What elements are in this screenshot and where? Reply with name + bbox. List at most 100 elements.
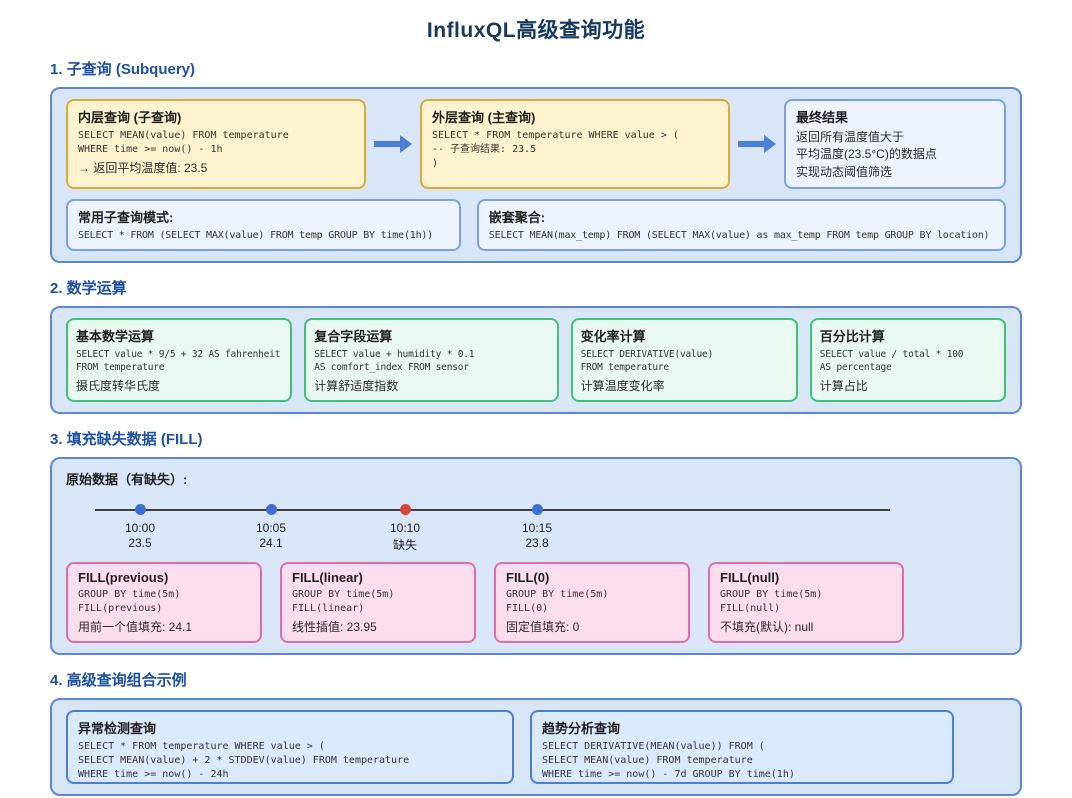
code-line: FILL(null)	[720, 602, 781, 614]
math-card-composite: 复合字段运算 SELECT value + humidity * 0.1 AS …	[304, 318, 559, 402]
code-line: SELECT MEAN(value) FROM temperature	[78, 130, 289, 141]
fill-card-previous: FILL(previous) GROUP BY time(5m) FILL(pr…	[66, 561, 262, 643]
subquery-pattern-card: 常用子查询模式: SELECT * FROM (SELECT MAX(value…	[66, 199, 461, 252]
code-line: SELECT * FROM temperature WHERE value > …	[78, 740, 325, 752]
section-4-container: 异常检测查询 SELECT * FROM temperature WHERE v…	[50, 697, 1022, 796]
code-line: WHERE time >= now() - 1h	[78, 144, 223, 155]
code-line: SELECT value + humidity * 0.1	[314, 349, 475, 361]
arrow-right-icon	[374, 135, 412, 154]
math-card-percentage: 百分比计算 SELECT value / total * 100 AS perc…	[809, 318, 1007, 402]
math-card-title: 变化率计算	[580, 329, 646, 345]
section-3-heading: 3. 填充缺失数据 (FILL)	[50, 430, 203, 448]
math-card-note: 计算占比	[819, 378, 868, 393]
math-card-title: 百分比计算	[819, 329, 885, 345]
timeline-point-1010-missing: 10:10 缺失	[360, 503, 450, 553]
page-title: InfluxQL高级查询功能	[426, 19, 646, 42]
subquery-flow-row: 内层查询 (子查询) SELECT MEAN(value) FROM tempe…	[66, 99, 1006, 190]
code-line: SELECT * FROM temperature WHERE value > …	[432, 130, 679, 141]
timeline-value: 缺失	[392, 537, 417, 552]
code-line: SELECT value * 9/5 + 32 AS fahrenheit	[76, 349, 281, 361]
timeline-time: 10:05	[255, 520, 287, 535]
outer-query-title: 外层查询 (主查询)	[432, 110, 536, 125]
final-result-title: 最终结果	[796, 110, 849, 125]
nested-aggregation-card: 嵌套聚合: SELECT MEAN(max_temp) FROM (SELECT…	[476, 199, 1006, 252]
timeline-dot-icon	[134, 503, 146, 515]
code-line: GROUP BY time(5m)	[78, 588, 181, 600]
inner-query-title: 内层查询 (子查询)	[78, 110, 182, 125]
fill-card-note: 固定值填充: 0	[506, 619, 580, 634]
timeline-line	[95, 508, 890, 511]
code-line: )	[432, 158, 439, 169]
fill-card-title: FILL(null)	[720, 569, 780, 585]
code-line: GROUP BY time(5m)	[720, 588, 823, 600]
trend-analysis-card: 趋势分析查询 SELECT DERIVATIVE(MEAN(value)) FR…	[530, 709, 954, 784]
subquery-pattern-title: 常用子查询模式:	[78, 210, 174, 226]
code-line: -- 子查询结果: 23.5	[432, 144, 537, 155]
math-card-note: 计算舒适度指数	[314, 378, 399, 393]
result-line: 平均温度(23.5°C)的数据点	[796, 147, 937, 162]
timeline-missing-dot-icon	[399, 503, 411, 515]
math-card-derivative: 变化率计算 SELECT DERIVATIVE(value) FROM temp…	[570, 318, 798, 402]
code-line: AS percentage	[819, 362, 892, 374]
inner-query-note: → 返回平均温度值: 23.5	[78, 161, 208, 175]
arrow-right-icon	[738, 135, 776, 154]
code-line: ) AND time >= now() - 1h	[78, 782, 502, 784]
code-line: SELECT DERIVATIVE(MEAN(value)) FROM (	[542, 740, 765, 752]
fill-card-title: FILL(previous)	[78, 569, 169, 585]
fill-card-linear: FILL(linear) GROUP BY time(5m) FILL(line…	[280, 561, 476, 643]
math-card-title: 复合字段运算	[314, 329, 393, 345]
raw-data-label: 原始数据（有缺失）:	[66, 471, 188, 487]
timeline: 10:00 23.5 10:05 24.1 10:10 缺失 10:15 23.…	[66, 494, 1006, 552]
timeline-time: 10:15	[521, 520, 553, 535]
math-cards-row: 基本数学运算 SELECT value * 9/5 + 32 AS fahren…	[66, 318, 1007, 402]
code-line: SELECT MEAN(value) FROM temperature	[542, 754, 753, 766]
code-line: SELECT DERIVATIVE(value)	[580, 349, 714, 361]
result-line: 实现动态阈值筛选	[796, 164, 893, 179]
fill-card-note: 不填充(默认): null	[720, 619, 814, 634]
code-line: FILL(previous)	[78, 602, 163, 614]
fill-card-title: FILL(linear)	[292, 569, 363, 585]
math-card-basic: 基本数学运算 SELECT value * 9/5 + 32 AS fahren…	[66, 318, 293, 402]
math-card-note: 摄氏度转华氏度	[76, 378, 161, 393]
code-line: FROM temperature	[580, 362, 670, 374]
timeline-time: 10:00	[124, 520, 156, 535]
fill-card-note: 线性插值: 23.95	[292, 619, 377, 634]
code-line: AS comfort_index FROM sensor	[314, 362, 469, 374]
code-line: SELECT MEAN(max_temp) FROM (SELECT MAX(v…	[488, 230, 990, 242]
section-3-container: 原始数据（有缺失）: 10:00 23.5 10:05 24.1 10:10 缺…	[50, 456, 1022, 655]
nested-aggregation-title: 嵌套聚合:	[488, 210, 546, 226]
timeline-value: 23.5	[128, 535, 152, 550]
trend-card-title: 趋势分析查询	[542, 720, 621, 736]
code-line: WHERE time >= now() - 7d GROUP BY time(1…	[542, 768, 795, 780]
anomaly-card-title: 异常检测查询	[78, 720, 157, 736]
section-4-heading: 4. 高级查询组合示例	[50, 671, 187, 689]
math-card-title: 基本数学运算	[76, 329, 155, 345]
code-line: FILL(linear)	[292, 602, 365, 614]
outer-query-card: 外层查询 (主查询) SELECT * FROM temperature WHE…	[420, 99, 730, 190]
result-line: 返回所有温度值大于	[796, 130, 905, 144]
code-line: GROUP BY time(5m)	[506, 588, 609, 600]
code-line: SELECT MEAN(value) + 2 * STDDEV(value) F…	[78, 754, 410, 766]
fill-card-null: FILL(null) GROUP BY time(5m) FILL(null) …	[708, 561, 904, 643]
final-result-card: 最终结果 返回所有温度值大于 平均温度(23.5°C)的数据点 实现动态阈值筛选	[784, 99, 1006, 190]
section-1-heading: 1. 子查询 (Subquery)	[50, 61, 196, 78]
advanced-cards-row: 异常检测查询 SELECT * FROM temperature WHERE v…	[66, 709, 1006, 784]
code-line: SELECT value / total * 100	[819, 349, 964, 361]
timeline-dot-icon	[265, 503, 277, 515]
code-line: WHERE time >= now() - 24h	[78, 768, 229, 780]
anomaly-detection-card: 异常检测查询 SELECT * FROM temperature WHERE v…	[66, 709, 514, 784]
fill-card-zero: FILL(0) GROUP BY time(5m) FILL(0) 固定值填充:…	[494, 561, 690, 643]
timeline-dot-icon	[531, 503, 543, 515]
section-1-container: 内层查询 (子查询) SELECT MEAN(value) FROM tempe…	[50, 87, 1022, 264]
timeline-value: 23.8	[525, 535, 549, 550]
section-2-container: 基本数学运算 SELECT value * 9/5 + 32 AS fahren…	[50, 306, 1022, 414]
fill-cards-row: FILL(previous) GROUP BY time(5m) FILL(pr…	[66, 561, 1006, 643]
timeline-time: 10:10	[389, 520, 421, 535]
section-2-heading: 2. 数学运算	[50, 280, 127, 298]
fill-card-note: 用前一个值填充: 24.1	[78, 619, 193, 634]
timeline-value: 24.1	[259, 535, 283, 550]
fill-card-title: FILL(0)	[506, 569, 550, 585]
math-card-note: 计算温度变化率	[580, 378, 665, 393]
timeline-point-1000: 10:00 23.5	[95, 503, 185, 550]
